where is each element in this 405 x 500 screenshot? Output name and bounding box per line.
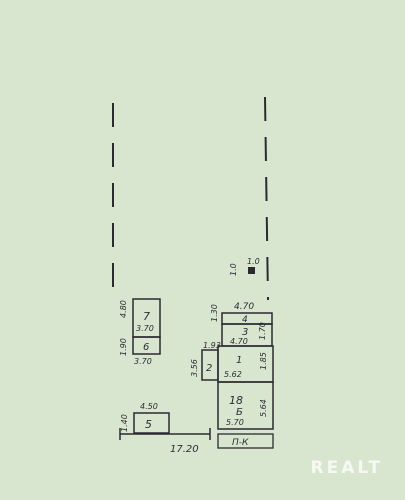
building-6 — [132, 336, 161, 355]
building-7-number: 7 — [143, 310, 150, 323]
building-5-number: 5 — [145, 418, 152, 431]
room-2-depth: 3.56 — [190, 359, 199, 377]
building-5-depth: 1.40 — [120, 414, 129, 432]
street-label: П-К — [232, 438, 249, 448]
room-main-width: 5.70 — [226, 418, 244, 427]
main-house — [201, 312, 274, 430]
room-main-number: 18 — [229, 394, 243, 407]
building-6-depth: 1.90 — [119, 338, 128, 356]
room-main-depth: 5.64 — [259, 399, 268, 417]
room-3-number: 3 — [242, 327, 248, 338]
well-square — [248, 267, 255, 274]
room-1-number: 1 — [236, 355, 242, 366]
room-2-number: 2 — [206, 363, 212, 374]
room-4-depth: 1.30 — [210, 304, 219, 322]
building-6-width: 3.70 — [134, 357, 152, 366]
room-4-number: 4 — [242, 315, 248, 325]
right-boundary-line — [264, 96, 269, 301]
room-1-depth: 1.85 — [259, 352, 268, 370]
room-4-width: 4.70 — [234, 302, 254, 312]
street-box — [217, 433, 274, 449]
room-3-depth: 1.70 — [258, 322, 267, 340]
room-1-width: 5.62 — [224, 370, 242, 379]
well-size-label-2: 1.0 — [247, 257, 260, 266]
room-2 — [201, 349, 219, 381]
room-3-width: 4.70 — [230, 337, 248, 346]
building-6-number: 6 — [143, 342, 149, 353]
building-5 — [133, 412, 170, 434]
building-7-width: 3.70 — [136, 324, 154, 333]
room-main-letter: Б — [236, 407, 243, 418]
building-5-width: 4.50 — [140, 402, 158, 411]
building-7-depth: 4.80 — [119, 300, 128, 318]
watermark-logo: REALT — [310, 458, 383, 478]
room-2-width: 1.93 — [203, 341, 221, 350]
frontage-length: 17.20 — [170, 444, 199, 455]
well-size-label: 1.0 — [229, 263, 238, 276]
room-main — [217, 381, 274, 430]
